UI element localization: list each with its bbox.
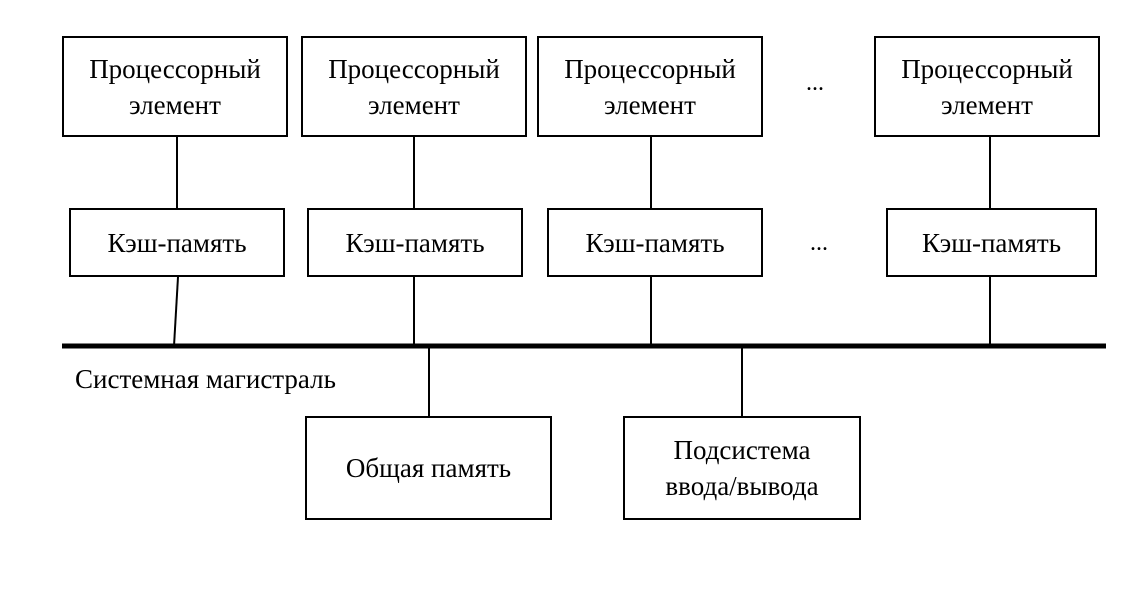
cache-ellipsis: ... [810, 230, 828, 256]
processor-label-line1: Процессорный [328, 53, 500, 84]
cache-label: Кэш-память [107, 227, 247, 258]
cache-memory-1: Кэш-память [69, 208, 285, 277]
cache-memory-3: Кэш-память [547, 208, 763, 277]
processor-label-line1: Процессорный [564, 53, 736, 84]
cache-memory-2: Кэш-память [307, 208, 523, 277]
processor-label-line2: элемент [129, 89, 221, 120]
cache-bus-link-1 [173, 276, 179, 347]
system-bus-label: Системная магистраль [75, 364, 336, 394]
shared-memory-label: Общая память [345, 453, 512, 483]
cache-label: Кэш-память [345, 227, 485, 258]
processor-label-line1: Процессорный [901, 53, 1073, 84]
processor-label-line2: элемент [941, 89, 1033, 120]
cache-label: Кэш-память [585, 227, 725, 258]
io-label-line2: ввода/вывода [665, 471, 819, 501]
processor-element-1: Процессорный элемент [62, 36, 288, 137]
processor-element-4: Процессорный элемент [874, 36, 1100, 137]
shared-memory-box: Общая память [305, 416, 552, 520]
processor-label-line2: элемент [368, 89, 460, 120]
cache-memory-4: Кэш-память [886, 208, 1097, 277]
cache-label: Кэш-память [921, 227, 1062, 258]
processor-ellipsis: ... [806, 70, 824, 96]
processor-label-line1: Процессорный [89, 53, 261, 84]
processor-label-line2: элемент [604, 89, 696, 120]
io-subsystem-box: Подсистема ввода/вывода [623, 416, 861, 520]
io-label-line1: Подсистема [673, 435, 811, 465]
processor-element-3: Процессорный элемент [537, 36, 763, 137]
processor-element-2: Процессорный элемент [301, 36, 527, 137]
